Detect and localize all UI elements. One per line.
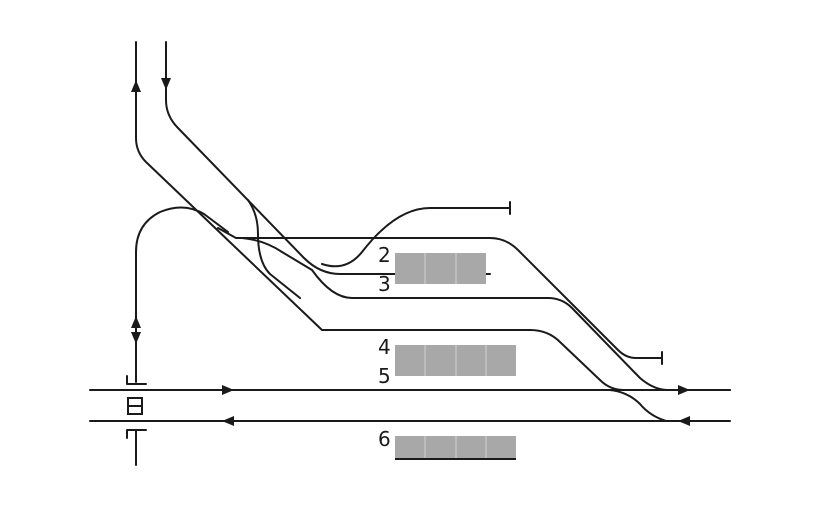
arrow-down-icon	[131, 332, 141, 344]
platform-2-3	[395, 253, 486, 284]
arrow-left-icon	[222, 416, 234, 426]
level-crossing-icon	[126, 375, 147, 439]
track-label-3: 3	[378, 272, 391, 296]
arrow-right-icon	[678, 385, 690, 395]
branch-track-right	[165, 41, 491, 275]
crossover	[247, 199, 301, 299]
track-2-siding	[321, 207, 511, 268]
track-label-5: 5	[378, 364, 391, 388]
track-5-connection	[609, 389, 667, 422]
arrow-up-icon	[131, 316, 141, 328]
platform-6	[395, 436, 516, 460]
platform-4-5	[395, 345, 516, 376]
connecting-loop	[135, 206, 229, 331]
arrow-up-icon	[131, 80, 141, 92]
track-label-6: 6	[378, 427, 391, 451]
track-3	[241, 237, 669, 391]
track-label-2: 2	[378, 243, 391, 267]
track-2-through	[217, 227, 663, 359]
arrow-left-icon	[678, 416, 690, 426]
arrow-right-icon	[222, 385, 234, 395]
arrow-down-icon	[161, 78, 171, 90]
branch-track-left	[135, 41, 731, 391]
track-label-4: 4	[378, 335, 391, 359]
